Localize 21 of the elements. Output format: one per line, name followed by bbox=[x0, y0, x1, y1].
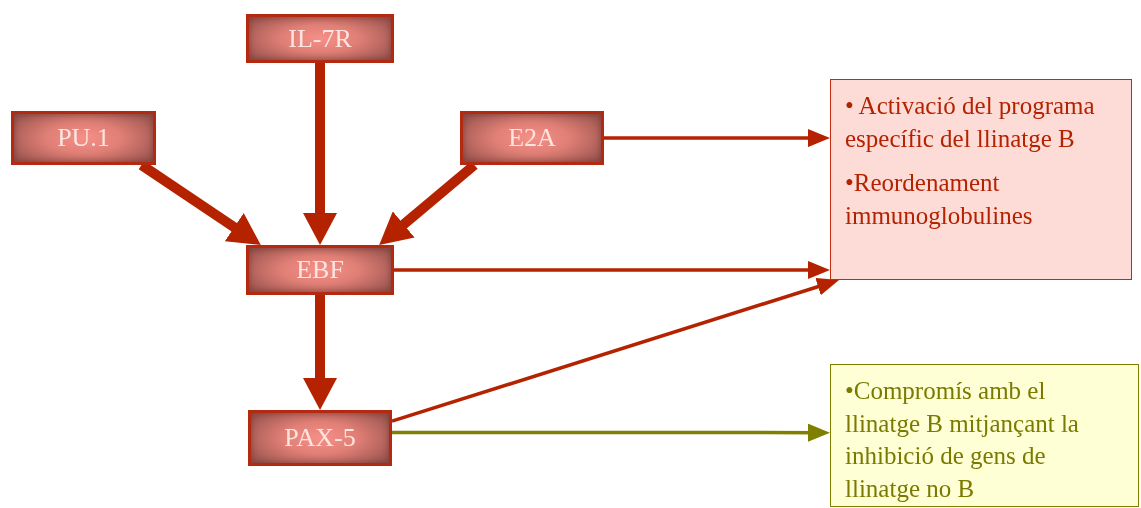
arrow bbox=[604, 129, 830, 148]
gene-box bbox=[11, 111, 156, 165]
outcome-box bbox=[830, 364, 1139, 507]
block-arrow bbox=[303, 63, 337, 245]
arrow bbox=[394, 260, 830, 279]
gene-box bbox=[246, 14, 394, 63]
gene-box bbox=[246, 245, 394, 295]
arrow bbox=[392, 423, 830, 442]
gene-label: PAX-5 bbox=[284, 425, 356, 451]
outcome-text: •Reordenament immunoglobulines bbox=[845, 168, 1034, 231]
gene-label: IL-7R bbox=[288, 25, 352, 52]
block-arrow bbox=[303, 295, 337, 410]
gene-label: EBF bbox=[296, 257, 344, 283]
outcome-text: •Compromís amb el llinatge B mitjançant la inhibició de gens de llinatge no B bbox=[845, 376, 1080, 504]
arrow bbox=[391, 278, 840, 423]
gene-box bbox=[248, 410, 392, 466]
gene-label: E2A bbox=[508, 125, 556, 151]
gene-label: PU.1 bbox=[57, 125, 110, 151]
gene-box bbox=[460, 111, 604, 165]
outcome-text: • Activació del programa específic del llinatge B bbox=[845, 91, 1096, 154]
outcome-box bbox=[830, 79, 1132, 280]
